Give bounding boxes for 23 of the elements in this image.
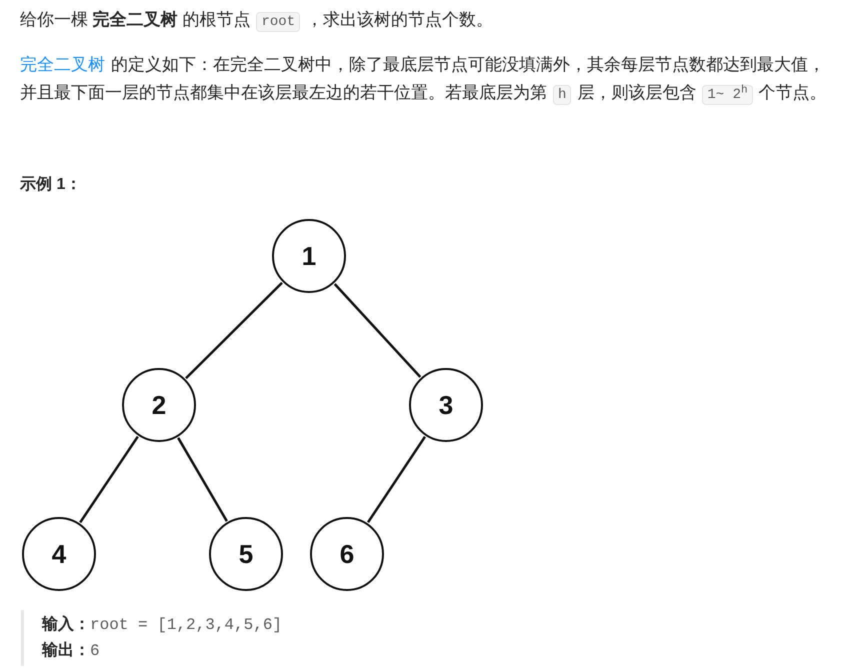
node-number: 6 bbox=[340, 539, 354, 569]
inline-code: h bbox=[553, 85, 572, 105]
output-label: 输出： bbox=[42, 642, 90, 659]
node-number: 2 bbox=[152, 390, 166, 420]
tree-edge bbox=[79, 436, 139, 524]
output-value: 6 bbox=[90, 642, 100, 660]
paragraph: 完全二叉树 的定义如下：在完全二叉树中，除了最底层节点可能没填满外，其余每层节点数都达到最大值，并且最下面一层的节点都集中在该层最左边的若干位置。若最底层为第 h 层，则该层包含 1~ 2$^{h}$ 个节点。 bbox=[20, 54, 828, 107]
input-label: 输入： bbox=[42, 616, 90, 633]
example-heading: 示例 1： bbox=[20, 175, 82, 195]
tree-edge bbox=[177, 437, 228, 522]
paragraph: 给你一棵 完全二叉树 的根节点 root ，求出该树的节点个数。 bbox=[20, 9, 494, 34]
node-number: 5 bbox=[238, 539, 254, 569]
tree-edge bbox=[185, 282, 283, 380]
node-number: 4 bbox=[52, 539, 66, 569]
node-number: 3 bbox=[438, 390, 454, 420]
inline-code: 1~ 2$^{h}$ bbox=[702, 85, 753, 105]
link: 完全二叉树 bbox=[20, 55, 105, 74]
tree-edge bbox=[366, 436, 426, 524]
tree-node bbox=[122, 368, 196, 442]
inline-code: root bbox=[256, 12, 300, 32]
input-value: root = [1,2,3,4,5,6] bbox=[90, 616, 282, 634]
node-number: 1 bbox=[302, 241, 316, 271]
tree-edge bbox=[334, 283, 422, 378]
